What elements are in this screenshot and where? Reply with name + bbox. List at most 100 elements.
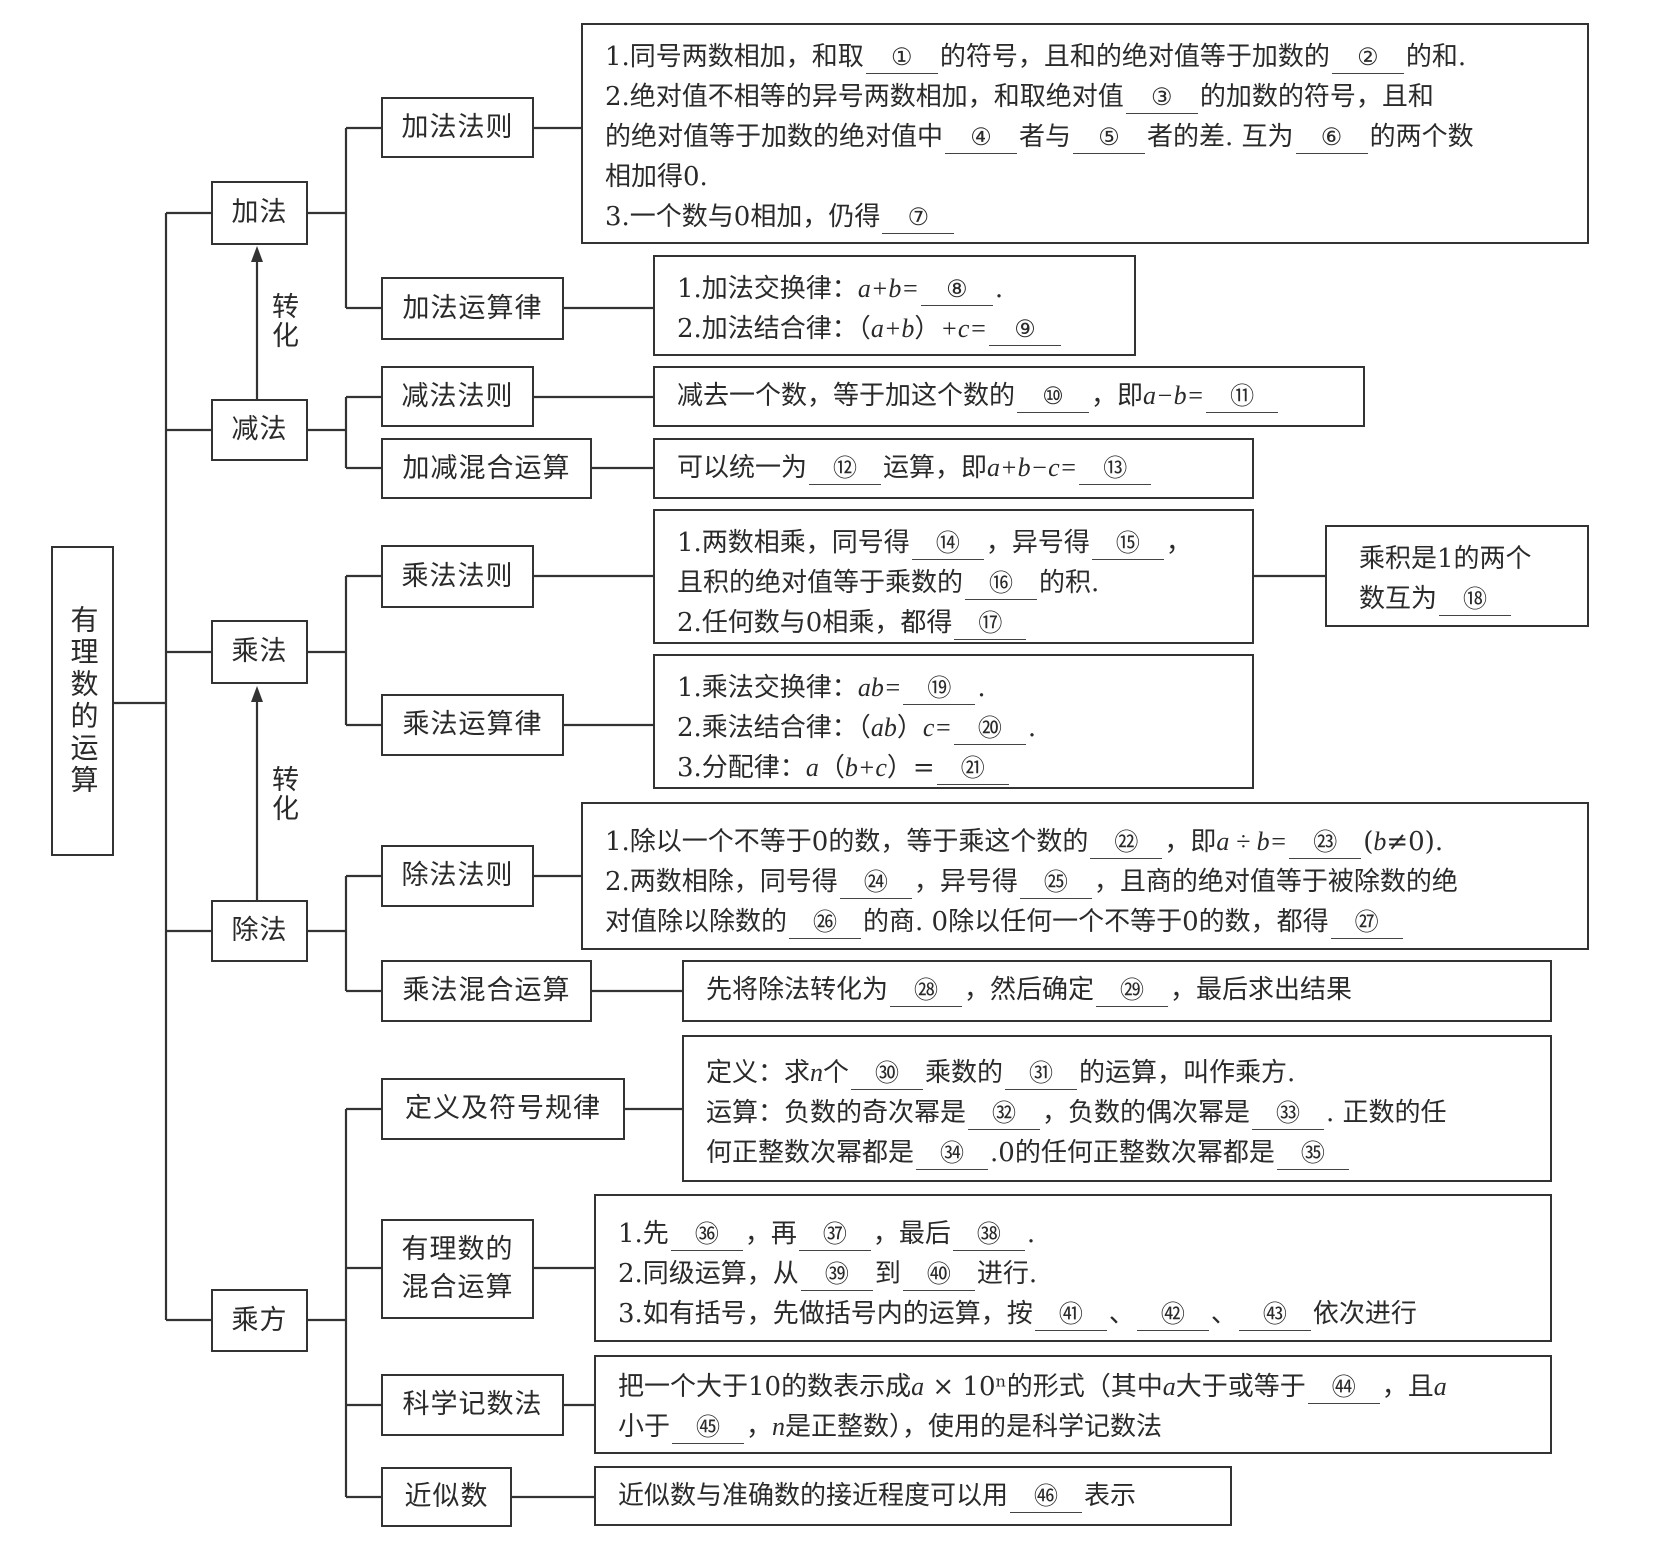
text-segment: 定义：求	[706, 1058, 811, 1088]
math-expression: a	[911, 1372, 925, 1401]
fill-in-blank[interactable]: ⑬	[1079, 452, 1152, 485]
fill-in-blank[interactable]: ⑥	[1295, 121, 1368, 154]
fill-in-blank[interactable]: ⑱	[1439, 583, 1512, 616]
math-expression: b+c	[844, 753, 887, 782]
fill-in-blank[interactable]: ⑳	[953, 712, 1026, 745]
content-line: 3.分配律：a（b+c）=㉑	[677, 748, 1234, 788]
fill-in-blank[interactable]: ⑪	[1206, 380, 1279, 413]
fill-in-blank[interactable]: ⑲	[903, 672, 976, 705]
fill-in-blank[interactable]: ㊷	[1136, 1298, 1209, 1331]
fill-in-blank[interactable]: ③	[1125, 81, 1198, 114]
fill-in-blank[interactable]: ㉜	[968, 1097, 1041, 1130]
fill-in-blank[interactable]: ㉑	[936, 752, 1009, 785]
fill-in-blank[interactable]: ㊸	[1238, 1298, 1311, 1331]
math-expression: n	[810, 1058, 824, 1087]
fill-in-blank[interactable]: ⑭	[911, 527, 984, 560]
fill-in-blank[interactable]: ⑰	[954, 607, 1027, 640]
node-def-sign: 定义及符号规律	[381, 1078, 625, 1140]
fill-in-blank[interactable]: ⑨	[989, 313, 1062, 346]
node-mul-div-mixed: 乘法混合运算	[381, 960, 592, 1022]
fill-in-blank[interactable]: ㊵	[902, 1258, 975, 1291]
fill-in-blank[interactable]: ㉛	[1005, 1057, 1078, 1090]
fill-in-blank[interactable]: ⑤	[1073, 121, 1146, 154]
text-segment: 1.乘法交换律：	[677, 673, 858, 703]
node-add-law: 加法运算律	[381, 277, 564, 340]
math-expression: ab=	[857, 673, 902, 702]
fill-in-blank[interactable]: ㉞	[916, 1137, 989, 1170]
fill-in-blank[interactable]: ㊱	[670, 1218, 743, 1251]
blank-number: ①	[891, 43, 913, 71]
text-segment: 运算：负数的奇次幂是	[706, 1098, 967, 1128]
fill-in-blank[interactable]: ㉚	[851, 1057, 924, 1090]
text-segment: 的加数的符号，且和	[1199, 82, 1434, 112]
fill-in-blank[interactable]: ⑯	[965, 567, 1038, 600]
fill-in-blank[interactable]: ㊺	[672, 1411, 745, 1444]
text-segment: .	[1026, 1219, 1036, 1249]
blank-number: ㉙	[1120, 976, 1145, 1004]
fill-in-blank[interactable]: ㉟	[1276, 1137, 1349, 1170]
fill-in-blank[interactable]: ㊴	[800, 1258, 873, 1291]
math-expression: a	[1162, 1372, 1176, 1401]
blank-number: ㉗	[1354, 908, 1379, 936]
text-segment: 2.同级运算，从	[618, 1259, 799, 1289]
fill-in-blank[interactable]: ㊲	[798, 1218, 871, 1251]
blank-number: ㊺	[696, 1413, 721, 1441]
blank-number: ㊴	[824, 1260, 849, 1288]
text-segment: ）	[896, 713, 923, 743]
fill-in-blank[interactable]: ㉒	[1090, 826, 1163, 859]
node-mul-rule: 乘法法则	[381, 545, 534, 608]
text-segment: 2.乘法结合律：（	[677, 713, 871, 743]
fill-in-blank[interactable]: ⑩	[1017, 380, 1090, 413]
fill-in-blank[interactable]: ㉗	[1330, 906, 1403, 939]
fill-in-blank[interactable]: ㊶	[1034, 1298, 1107, 1331]
text-segment: 的积.	[1039, 568, 1100, 598]
blank-number: ㊳	[976, 1220, 1001, 1248]
blank-number: ③	[1151, 83, 1173, 111]
blank-number: ⑱	[1463, 585, 1488, 613]
text-segment: 近似数与准确数的接近程度可以用	[618, 1481, 1009, 1511]
blank-number: ㊵	[926, 1260, 951, 1288]
text-segment: 个	[823, 1058, 850, 1088]
text-segment: ，负数的偶次幂是	[1042, 1098, 1251, 1128]
fill-in-blank[interactable]: ㉘	[890, 974, 963, 1007]
fill-in-blank[interactable]: ①	[865, 41, 938, 74]
fill-in-blank[interactable]: ⑫	[809, 452, 882, 485]
fill-in-blank[interactable]: ㊻	[1010, 1480, 1083, 1513]
text-segment: 2.任何数与0相乘，都得	[677, 608, 953, 638]
fill-in-blank[interactable]: ㉕	[1019, 866, 1092, 899]
fill-in-blank[interactable]: ㉖	[789, 906, 862, 939]
fill-in-blank[interactable]: ㉓	[1289, 826, 1362, 859]
blank-number: ㉛	[1029, 1059, 1054, 1087]
fill-in-blank[interactable]: ④	[945, 121, 1018, 154]
fill-in-blank[interactable]: ②	[1331, 41, 1404, 74]
fill-in-blank[interactable]: ⑮	[1091, 527, 1164, 560]
text-segment: ≠0).	[1386, 827, 1444, 857]
text-segment: 2.两数相除，同号得	[605, 867, 838, 897]
text-segment: （	[818, 753, 845, 783]
text-segment: ，异号得	[913, 867, 1018, 897]
fill-in-blank[interactable]: ㉝	[1252, 1097, 1325, 1130]
fill-in-blank[interactable]: ⑦	[882, 201, 955, 234]
node-sub-rule: 减法法则	[381, 366, 534, 427]
text-segment: 数互为	[1359, 584, 1438, 614]
fill-in-blank[interactable]: ⑧	[920, 273, 993, 306]
math-expression: a	[805, 753, 819, 782]
fill-in-blank[interactable]: ㉙	[1096, 974, 1169, 1007]
blank-number: ㊻	[1034, 1482, 1059, 1510]
fill-in-blank[interactable]: ㊹	[1307, 1371, 1380, 1404]
blank-number: ㊷	[1160, 1300, 1185, 1328]
text-segment: 且积的绝对值等于乘数的	[677, 568, 964, 598]
text-segment: (	[1363, 827, 1374, 857]
transform-label-add: 转化	[267, 292, 298, 350]
fill-in-blank[interactable]: ㊳	[952, 1218, 1025, 1251]
fill-in-blank[interactable]: ㉔	[839, 866, 912, 899]
text-segment: 是正整数），使用的是科学记数法	[785, 1412, 1163, 1442]
blank-number: ㉑	[960, 754, 985, 782]
blank-number: ⑨	[1014, 315, 1036, 343]
text-segment: 乘积是1的两个	[1359, 544, 1532, 574]
